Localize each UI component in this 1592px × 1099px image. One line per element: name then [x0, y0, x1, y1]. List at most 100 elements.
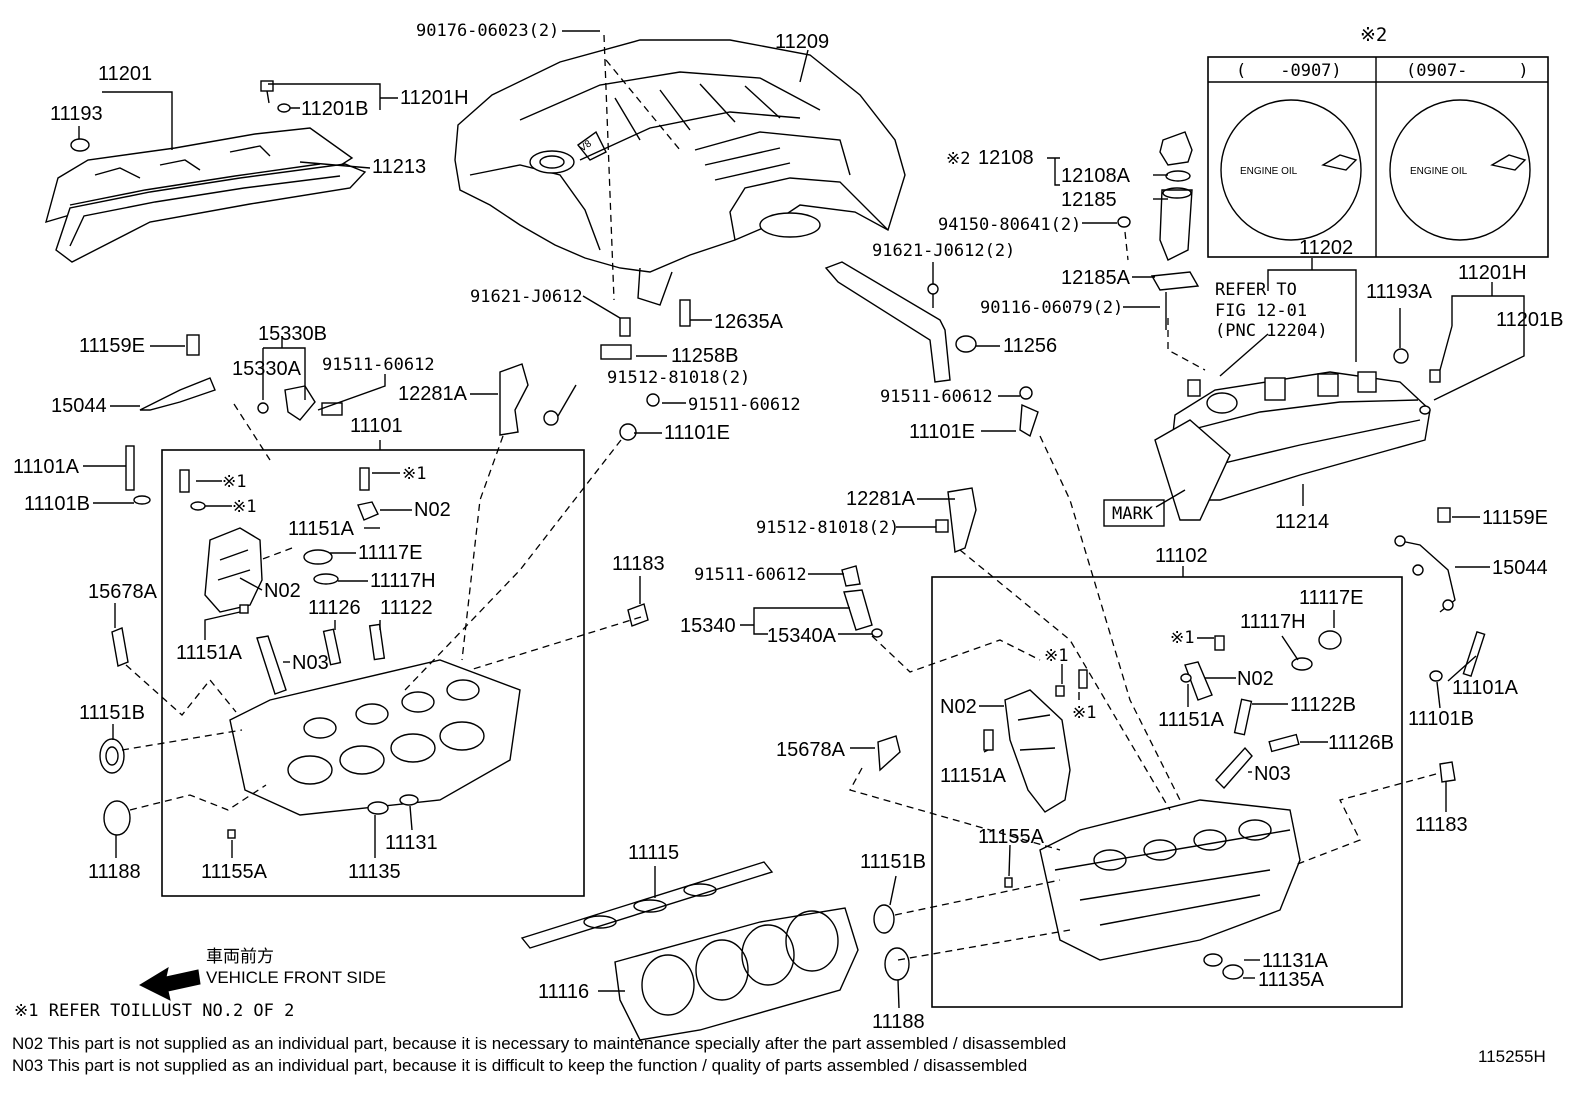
leader-lines — [78, 30, 1525, 1009]
left-cover-bolt-drawing — [260, 80, 291, 113]
ref1-b: ※1 — [232, 497, 256, 517]
right-cylinder-head-box — [931, 576, 1403, 1008]
label-11159e-left: 11159E — [79, 335, 145, 357]
label-11151b-left: 11151B — [79, 702, 145, 724]
label-11201b-right: 11201B — [1496, 309, 1563, 331]
label-11101a-left: 11101A — [13, 456, 80, 478]
inset-right-header: (0907- ) — [1406, 61, 1529, 81]
label-91512-a: 91512-81018(2) — [607, 368, 750, 388]
label-15678a-right: 15678A — [776, 739, 846, 761]
label-11117h-left: 11117H — [370, 570, 436, 592]
footnotes: ※1 REFER TOILLUST NO.2 OF 2 N02 This par… — [12, 1001, 1546, 1075]
label-11101e-right: 11101E — [909, 421, 975, 443]
ref1-d: ※1 — [1170, 628, 1194, 648]
label-91621-right: 91621-J0612(2) — [872, 241, 1015, 261]
label-12185a: 12185A — [1061, 267, 1131, 289]
label-11155a-left: 11155A — [201, 861, 268, 883]
label-11102: 11102 — [1155, 545, 1208, 567]
label-12281a-left: 12281A — [398, 383, 468, 405]
label-11202: 11202 — [1299, 237, 1353, 259]
vehicle-front-arrow-icon — [138, 966, 201, 1001]
label-90116: 90116-06079(2) — [980, 298, 1123, 318]
label-11101a-right: 11101A — [1452, 677, 1519, 699]
label-11188-right: 11188 — [872, 1011, 925, 1033]
label-11201b-left: 11201B — [301, 98, 368, 120]
label-15340: 15340 — [680, 615, 736, 637]
label-11135a: 11135A — [1258, 969, 1325, 991]
label-11115: 11115 — [628, 842, 679, 864]
left-cylinder-head-box — [161, 449, 585, 897]
label-11213: 11213 — [372, 156, 426, 178]
engine-oil-label-left: ENGINE OIL — [1240, 166, 1298, 177]
label-91512-b: 91512-81018(2) — [756, 518, 899, 538]
oil-filler-drawing — [927, 131, 1200, 330]
label-11117h-right: 11117H — [1240, 611, 1306, 633]
label-11131a: 11131A — [1262, 950, 1329, 972]
right-side-parts-drawing — [841, 487, 1486, 981]
ref1-a: ※1 — [222, 472, 246, 492]
left-small-parts-drawing — [139, 261, 1039, 441]
label-11116: 11116 — [538, 981, 589, 1003]
footnote-n02: N02 This part is not supplied as an indi… — [12, 1034, 1066, 1053]
label-11209: 11209 — [775, 31, 829, 53]
oil-cap-inset: ENGINE OIL ENGINE OIL ( -0907) (0907- ) … — [1207, 24, 1549, 258]
refer-line-2: FIG 12-01 — [1215, 301, 1307, 321]
label-11183-left: 11183 — [612, 553, 665, 575]
label-11193a: 11193A — [1366, 281, 1433, 303]
label-11135: 11135 — [348, 861, 401, 883]
label-11183-right: 11183 — [1415, 814, 1468, 836]
left-cylinder-head-drawing — [125, 445, 521, 839]
label-11126b: 11126B — [1328, 732, 1394, 754]
label-11201: 11201 — [98, 63, 152, 85]
label-11201h-right: 11201H — [1458, 262, 1527, 284]
label-91511-b: 91511-60612 — [688, 395, 801, 415]
ref1-e: ※1 — [1044, 646, 1068, 666]
label-11151a-c: 11151A — [1158, 709, 1225, 731]
label-11101e-left: 11101E — [664, 422, 730, 444]
engine-oil-label-right: ENGINE OIL — [1410, 166, 1468, 177]
n03-b: N03 — [1254, 763, 1291, 785]
right-head-cover-drawing — [1154, 348, 1441, 521]
label-91511-a: 91511-60612 — [322, 355, 435, 375]
n03-a: N03 — [292, 652, 329, 674]
label-11155a-right: 11155A — [978, 826, 1045, 848]
label-94150: 94150-80641(2) — [938, 215, 1081, 235]
n02-a: N02 — [414, 499, 451, 521]
refer-line-3: (PNC 12204) — [1215, 321, 1328, 341]
label-11131: 11131 — [385, 832, 438, 854]
label-11122: 11122 — [380, 597, 433, 619]
illustration-id: 115255H — [1478, 1047, 1546, 1066]
label-15678a-left: 15678A — [88, 581, 158, 603]
label-11151a-b: 11151A — [176, 642, 243, 664]
label-11151a-a: 11151A — [288, 518, 355, 540]
label-11151b-right: 11151B — [860, 851, 926, 873]
label-11151a-d: 11151A — [940, 765, 1007, 787]
label-12635a: 12635A — [714, 311, 784, 333]
label-11101b-left: 11101B — [24, 493, 90, 515]
ref1-c: ※1 — [402, 464, 426, 484]
left-head-cover-drawing — [44, 127, 367, 263]
label-12108: 12108 — [978, 147, 1034, 169]
label-11201h-left: 11201H — [400, 87, 469, 109]
label-90176: 90176-06023(2) — [416, 21, 559, 41]
n02-d: N02 — [1237, 668, 1274, 690]
mark-box — [1103, 499, 1165, 527]
footnote-n03: N03 This part is not supplied as an indi… — [12, 1056, 1027, 1075]
label-15340a: 15340A — [767, 625, 837, 647]
label-15330b: 15330B — [258, 323, 327, 345]
label-11126: 11126 — [308, 597, 361, 619]
label-12185: 12185 — [1061, 189, 1117, 211]
guide-lines — [121, 34, 1437, 961]
refer-line-1: REFER TO — [1215, 280, 1297, 300]
label-15044-right: 15044 — [1492, 557, 1548, 579]
vehicle-front-en: VEHICLE FRONT SIDE — [206, 968, 386, 987]
label-11193: 11193 — [50, 103, 103, 125]
label-11117e-right: 11117E — [1299, 587, 1364, 609]
label-11214: 11214 — [1275, 511, 1329, 533]
label-11117e-left: 11117E — [358, 542, 423, 564]
part-labels: 90176-06023(2) 11209 11201 11193 11201B … — [13, 21, 1563, 1033]
label-11188-left: 11188 — [88, 861, 141, 883]
right-cylinder-head-drawing — [983, 630, 1342, 980]
label-12281a-right: 12281A — [846, 488, 916, 510]
